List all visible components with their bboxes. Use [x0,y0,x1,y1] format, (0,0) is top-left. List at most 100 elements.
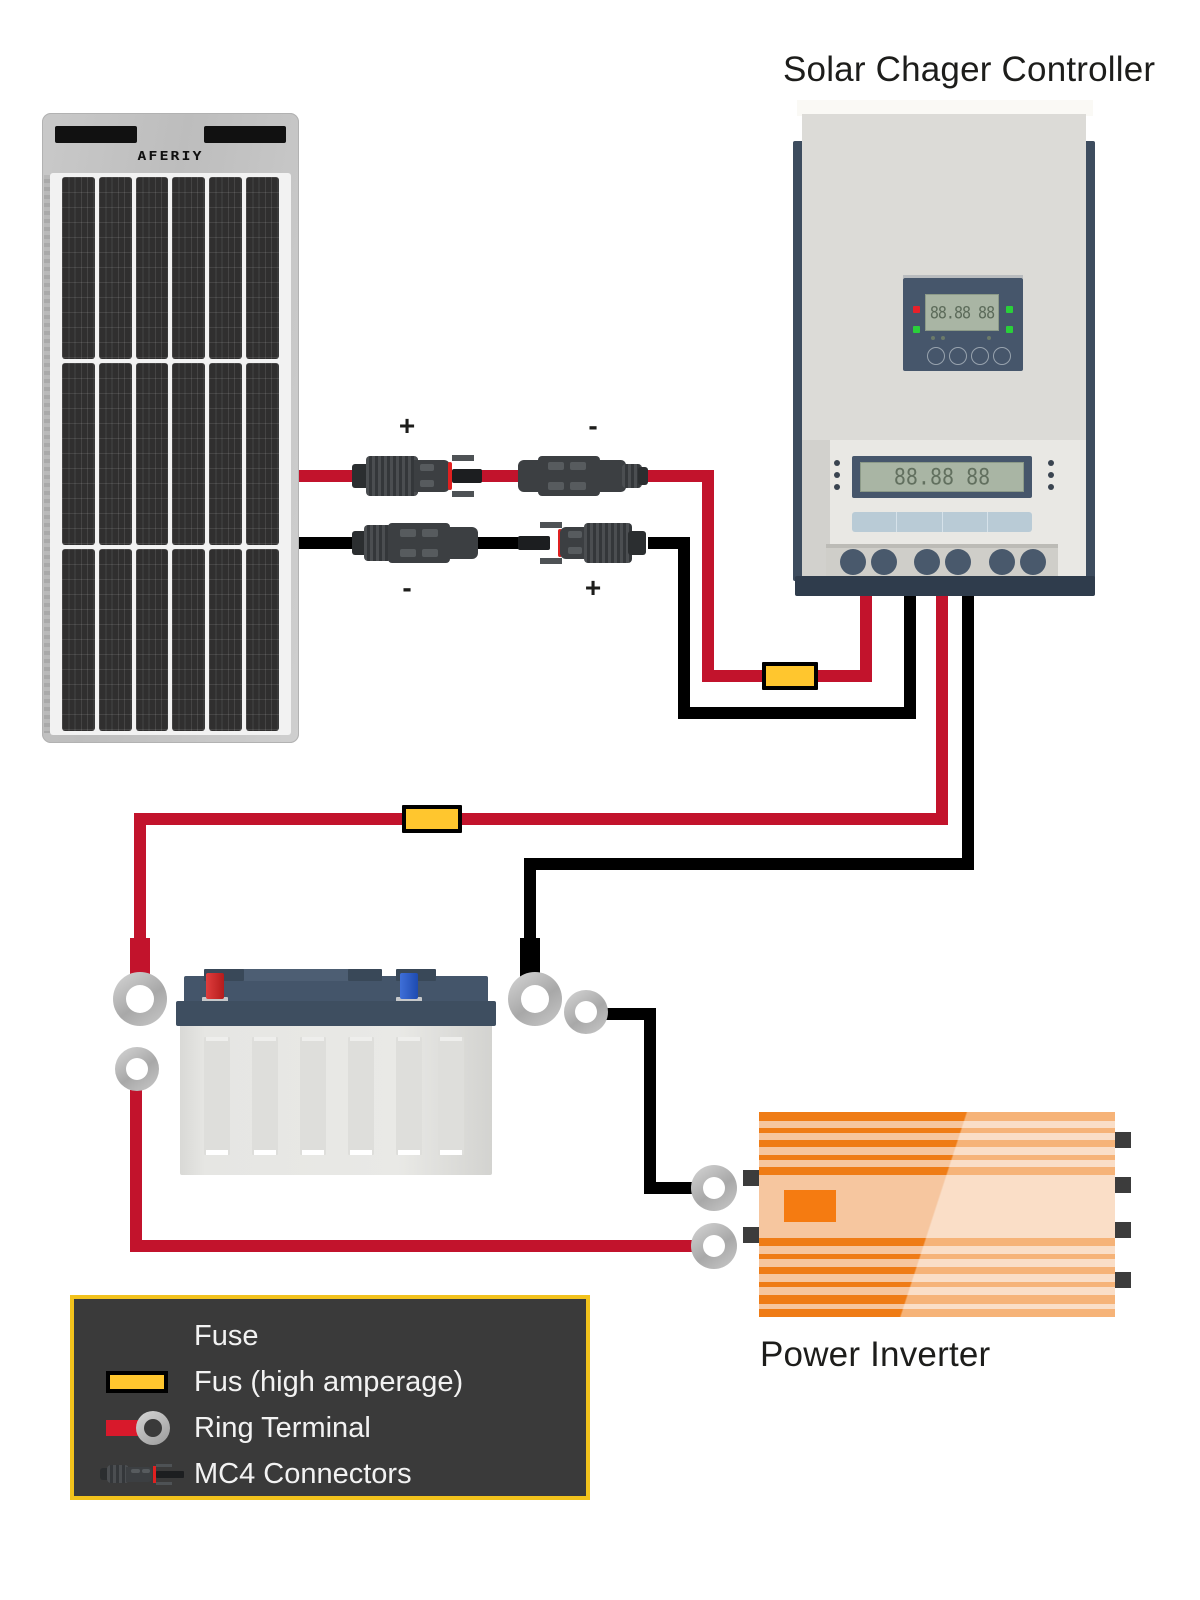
wire-fuse-left-run [702,670,764,682]
wire-panel-negative [296,537,360,549]
wire-battery-to-inverter-positive-h [130,1240,710,1252]
inverter-output-terminal-2[interactable] [1115,1177,1131,1193]
solar-cell [98,549,132,731]
mc4-connector-top-left[interactable] [352,448,482,504]
inverter-output-terminal-3[interactable] [1115,1222,1131,1238]
wire-mc4-to-controller-positive-h [638,470,714,482]
mc4-connector-top-right[interactable] [518,448,648,504]
lcd-status-dot-3 [987,336,991,340]
inverter-vent-stripe [759,1140,1115,1147]
battery-handle-recess [231,969,381,981]
solar-cell [209,363,243,545]
solar-cell [172,363,206,545]
solar-cell [62,549,95,731]
solar-cell [246,549,279,731]
controller-port-3[interactable] [914,549,940,575]
wire-controller-to-battery-negative-v [962,592,974,864]
polarity-label-top-right: - [588,410,598,441]
led-indicator-green-left [913,326,920,333]
fuse-battery-high-amperage[interactable] [402,805,462,833]
controller-port-6[interactable] [1020,549,1046,575]
panel-dot-left-3 [834,484,840,490]
legend-panel: Fuse Fus (high amperage) Ring Terminal [70,1295,590,1500]
keypad-key-4[interactable] [988,512,1032,532]
keypad-key-2[interactable] [897,512,943,532]
battery-positive-post[interactable] [206,973,224,999]
wire-fuse-right-run [810,670,872,682]
inverter-terminal-negative[interactable] [743,1170,759,1186]
inverter-output-terminal-1[interactable] [1115,1132,1131,1148]
battery-negative-post[interactable] [400,973,418,999]
wire-battery-to-inverter-negative-h1 [598,1008,656,1020]
inverter-vent-stripe [759,1282,1115,1287]
solar-cell [98,177,132,359]
ring-terminal-hole [126,1058,148,1080]
inverter-body [759,1112,1115,1317]
panel-dot-right-3 [1048,484,1054,490]
led-indicator-green-top-right [1006,306,1013,313]
inverter-terminal-positive[interactable] [743,1227,759,1243]
mc4-connector-bottom-left[interactable] [352,515,482,571]
lcd-status-dot-2 [941,336,945,340]
inverter-vent-stripe [759,1128,1115,1133]
solar-cell [209,549,243,731]
panel-dot-left-1 [834,460,840,466]
led-indicator-green-bottom-right [1006,326,1013,333]
battery-lid [176,1001,496,1026]
panel-mount-slot-left [55,126,137,143]
battery-rib [396,1037,422,1155]
battery[interactable] [176,945,496,1175]
panel-left-edge-texture [44,175,50,733]
battery-rib [348,1037,374,1155]
inverter-output-terminal-4[interactable] [1115,1272,1131,1288]
controller-button-3[interactable] [971,347,989,365]
solar-cell [135,177,169,359]
power-inverter[interactable] [743,1112,1131,1317]
battery-rib [300,1037,326,1155]
mc4-connector-bottom-right[interactable] [518,515,648,571]
controller-display-module[interactable]: 88.88 88 [903,275,1023,371]
battery-rib [204,1037,230,1155]
controller-button-2[interactable] [949,347,967,365]
ring-terminal-hole-icon [144,1419,162,1437]
legend-label-fuse: Fuse [194,1319,259,1352]
solar-cell [62,177,95,359]
wire-controller-negative-bottom [678,707,916,719]
legend-icon-fuse-header [74,1313,194,1359]
panel-dot-right-2 [1048,472,1054,478]
ring-terminal-hole [703,1177,725,1199]
controller-button-1[interactable] [927,347,945,365]
controller-port-1[interactable] [840,549,866,575]
controller-bottom-bar [795,576,1095,596]
inverter-vent-stripe [759,1254,1115,1259]
legend-icon-fuse-swatch [74,1359,194,1405]
wire-battery-negative-h [524,858,974,870]
legend-icon-ring-terminal [74,1405,194,1451]
mc4-connector-icon [100,1461,186,1487]
controller-port-5[interactable] [989,549,1015,575]
keypad-key-1[interactable] [852,512,898,532]
inverter-vent-stripe [759,1295,1115,1304]
battery-vent-cap [348,969,382,981]
lcd-status-dot-1 [931,336,935,340]
controller-port-4[interactable] [945,549,971,575]
legend-item-high-amp-fuse: Fus (high amperage) [74,1359,594,1405]
wire-battery-positive-h [134,813,948,825]
legend-label-mc4: MC4 Connectors [194,1457,412,1490]
controller-button-4[interactable] [993,347,1011,365]
controller-port-2[interactable] [871,549,897,575]
inverter-vent-stripe [759,1309,1115,1317]
solar-cell [209,177,243,359]
solar-panel[interactable]: AFERIY [42,113,299,743]
legend-item-ring-terminal: Ring Terminal [74,1405,594,1451]
polarity-label-bottom-right: + [584,572,602,603]
controller-keypad[interactable] [852,512,1032,532]
solar-charge-controller[interactable]: 88.88 88 88.88 88 [793,100,1095,596]
keypad-key-3[interactable] [943,512,988,532]
solar-cell [135,549,169,731]
controller-upper-lcd-value: 88.88 88 [929,302,995,323]
solar-cell [62,363,95,545]
legend-label-ring-terminal: Ring Terminal [194,1411,371,1444]
fuse-solar-input[interactable] [762,662,818,690]
fuse-swatch-icon [106,1371,168,1393]
